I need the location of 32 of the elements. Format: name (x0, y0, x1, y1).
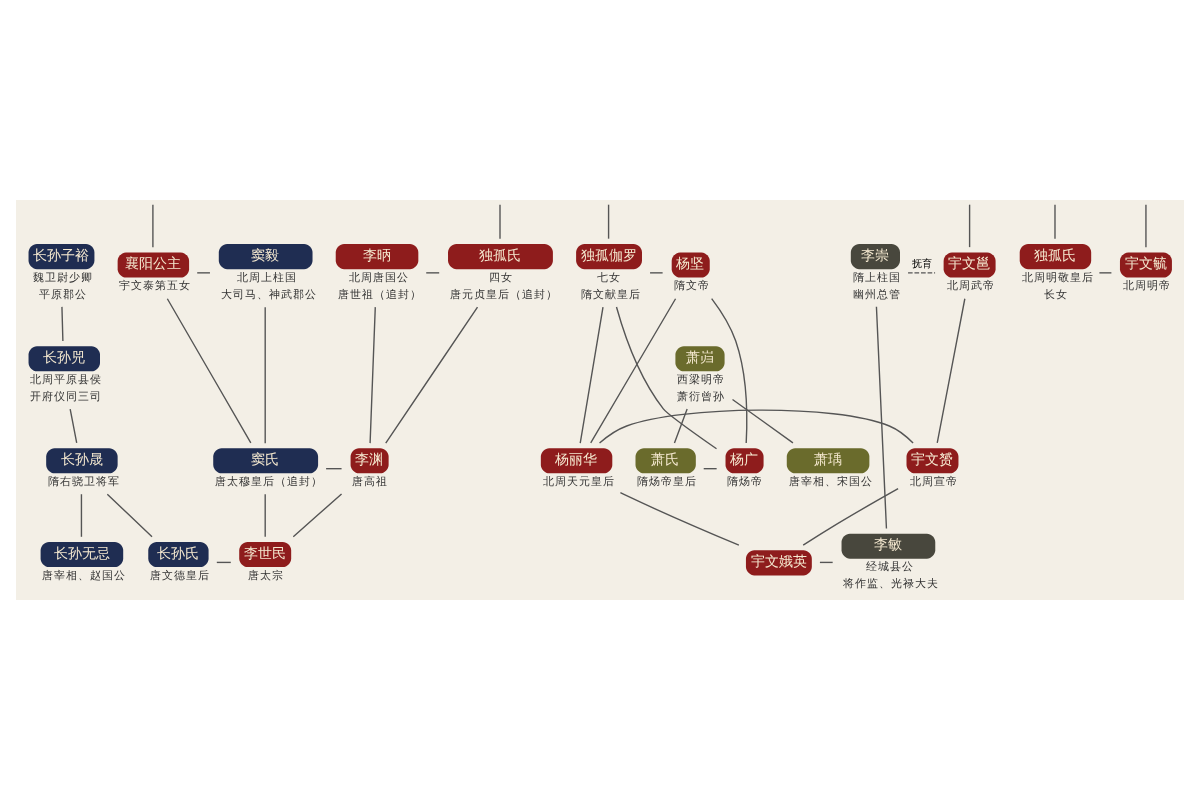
connector (1145, 204, 1147, 248)
connector (619, 492, 740, 546)
connector (968, 204, 971, 248)
connector (875, 306, 888, 530)
connector (80, 493, 83, 538)
connector (264, 493, 266, 538)
connector (166, 298, 252, 444)
connector (264, 306, 266, 444)
connector (152, 204, 154, 248)
connector (649, 272, 664, 274)
connector (615, 306, 718, 450)
connector (1098, 272, 1113, 274)
connector (499, 204, 501, 240)
connector (292, 493, 343, 538)
connector (710, 297, 748, 444)
connector (196, 272, 211, 274)
connector (936, 298, 966, 444)
connector (1054, 204, 1056, 240)
connector (69, 408, 78, 444)
connector (106, 493, 153, 538)
connector (579, 306, 604, 444)
connector (425, 272, 440, 274)
connector (385, 306, 479, 444)
connector (802, 487, 899, 546)
connector (907, 272, 936, 274)
connector (590, 298, 677, 444)
connector (731, 398, 794, 444)
connector (369, 306, 376, 444)
connector (61, 306, 64, 342)
connector (673, 408, 688, 444)
connector (598, 409, 914, 444)
connector (607, 204, 610, 240)
